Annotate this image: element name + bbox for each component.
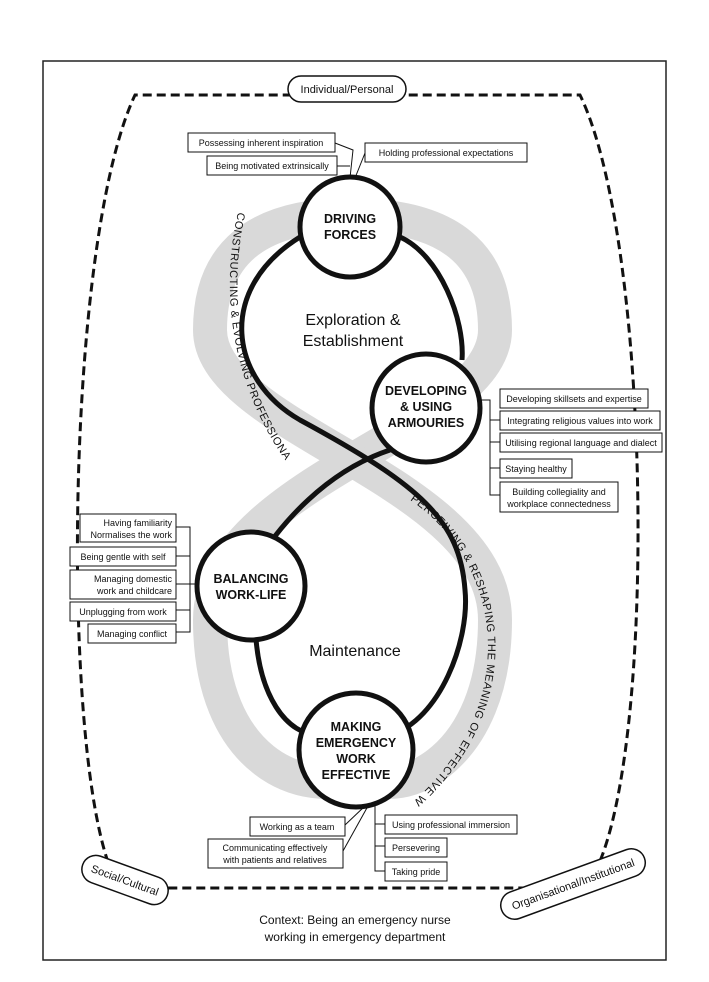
svg-text:Building collegiality and: Building collegiality and: [512, 487, 606, 497]
context-boundary: [75, 93, 640, 890]
grey-figure-eight: [192, 198, 513, 799]
armouries-item-healthy: Staying healthy: [499, 458, 573, 479]
svg-text:Unplugging from work: Unplugging from work: [79, 607, 167, 617]
armouries-item-language: Utilising regional language and dialect: [499, 432, 663, 453]
svg-text:FORCES: FORCES: [324, 228, 376, 242]
svg-text:BALANCING: BALANCING: [214, 572, 289, 586]
emergency-item-communicating: Communicating effectively with patients …: [207, 838, 344, 869]
emergency-item-team: Working as a team: [249, 816, 346, 837]
svg-text:EFFECTIVE: EFFECTIVE: [322, 768, 391, 782]
armouries-item-skillsets: Developing skillsets and expertise: [499, 388, 649, 409]
svg-text:Managing conflict: Managing conflict: [97, 629, 168, 639]
svg-text:WORK-LIFE: WORK-LIFE: [216, 588, 287, 602]
emergency-item-immersion: Using professional immersion: [384, 814, 518, 835]
svg-text:Persevering: Persevering: [392, 843, 440, 853]
balancing-item-domestic: Managing domestic work and childcare: [69, 569, 177, 600]
phase-upper-line2: Establishment: [303, 333, 404, 350]
svg-text:Possessing inherent inspiratio: Possessing inherent inspiration: [199, 138, 324, 148]
context-oval-social: Social/Cultural: [81, 854, 169, 906]
svg-text:WORK: WORK: [336, 752, 376, 766]
svg-text:Staying healthy: Staying healthy: [505, 464, 567, 474]
balancing-item-gentle: Being gentle with self: [69, 546, 177, 567]
phase-upper-line1: Exploration &: [305, 312, 400, 329]
driving-item-extrinsic: Being motivated extrinsically: [206, 155, 338, 176]
svg-text:& USING: & USING: [400, 400, 452, 414]
svg-text:Holding professional expectati: Holding professional expectations: [379, 148, 514, 158]
armouries-item-religious: Integrating religious values into work: [499, 410, 661, 431]
svg-text:with patients and relatives: with patients and relatives: [222, 855, 327, 865]
svg-text:Managing domestic: Managing domestic: [94, 574, 173, 584]
context-caption-line1: Context: Being an emergency nurse: [259, 913, 451, 927]
balancing-item-conflict: Managing conflict: [87, 623, 177, 644]
emergency-item-pride: Taking pride: [384, 861, 448, 882]
svg-text:Being gentle with self: Being gentle with self: [80, 552, 166, 562]
emergency-connectors: [342, 805, 385, 872]
phase-lower: Maintenance: [309, 643, 401, 660]
driving-item-inspiration: Possessing inherent inspiration: [187, 132, 336, 153]
node-developing-armouries: DEVELOPING & USING ARMOURIES: [369, 351, 483, 465]
svg-text:Integrating religious values i: Integrating religious values into work: [507, 416, 653, 426]
svg-text:Individual/Personal: Individual/Personal: [301, 84, 394, 96]
svg-text:Using professional immersion: Using professional immersion: [392, 820, 510, 830]
node-making-emergency-work-effective: MAKING EMERGENCY WORK EFFECTIVE: [296, 690, 416, 810]
balancing-item-unplugging: Unplugging from work: [69, 601, 177, 622]
balancing-connectors: [176, 526, 196, 633]
outer-frame: [42, 60, 667, 961]
armouries-item-collegiality: Building collegiality and workplace conn…: [499, 481, 619, 513]
context-oval-organisational: Organisational/Institutional: [499, 848, 647, 920]
svg-text:Developing skillsets and exper: Developing skillsets and expertise: [506, 394, 642, 404]
svg-text:EMERGENCY: EMERGENCY: [316, 736, 397, 750]
node-balancing-work-life: BALANCING WORK-LIFE: [194, 529, 308, 643]
svg-text:Communicating effectively: Communicating effectively: [223, 843, 328, 853]
svg-text:DEVELOPING: DEVELOPING: [385, 384, 467, 398]
driving-item-expectations: Holding professional expectations: [364, 142, 528, 163]
svg-text:Being motivated extrinsically: Being motivated extrinsically: [215, 161, 329, 171]
svg-text:ARMOURIES: ARMOURIES: [388, 416, 464, 430]
svg-text:Taking pride: Taking pride: [392, 867, 441, 877]
svg-text:Having familiarity: Having familiarity: [103, 518, 172, 528]
context-oval-individual: Individual/Personal: [287, 75, 407, 103]
balancing-item-familiarity: Having familiarity Normalises the work: [79, 513, 177, 543]
armouries-connectors: [480, 399, 500, 496]
svg-text:workplace connectedness: workplace connectedness: [506, 499, 611, 509]
svg-text:Normalises the work: Normalises the work: [90, 530, 172, 540]
svg-text:DRIVING: DRIVING: [324, 212, 376, 226]
svg-text:MAKING: MAKING: [331, 720, 382, 734]
driving-connectors: [334, 142, 366, 179]
svg-text:Working as a team: Working as a team: [260, 822, 335, 832]
context-caption-line2: working in emergency department: [264, 930, 446, 944]
emergency-item-persevering: Persevering: [384, 837, 448, 858]
svg-text:Utilising regional language an: Utilising regional language and dialect: [505, 438, 657, 448]
node-driving-forces: DRIVING FORCES: [297, 174, 403, 280]
svg-text:work and childcare: work and childcare: [96, 586, 172, 596]
